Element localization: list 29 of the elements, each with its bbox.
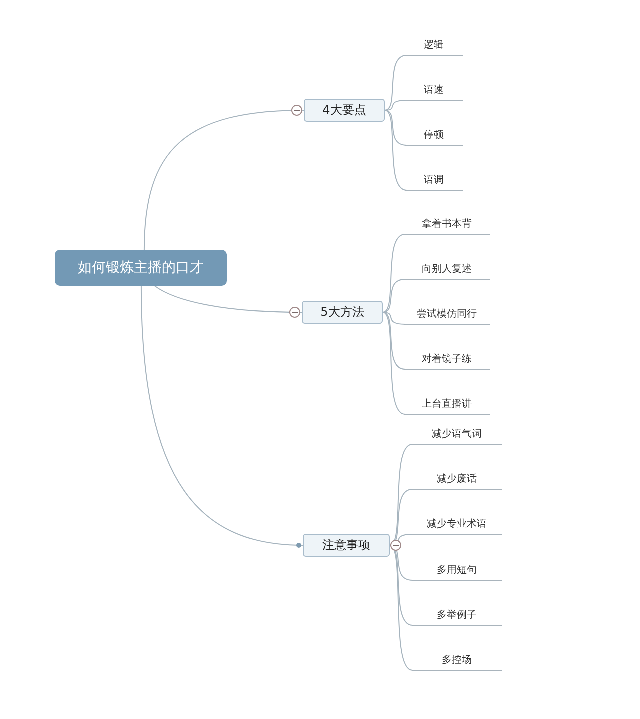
connector-line bbox=[382, 312, 406, 415]
subtopic-label: 停顿 bbox=[405, 126, 463, 146]
subtopic-label: 多用短句 bbox=[412, 561, 502, 581]
topic-box: 注意事项 bbox=[303, 534, 390, 557]
subtopic-label: 语调 bbox=[405, 171, 463, 191]
subtopic-label: 减少废话 bbox=[412, 470, 502, 490]
connector-line bbox=[382, 312, 406, 325]
subtopic-label: 对着镜子练 bbox=[404, 350, 490, 370]
subtopic-label: 多控场 bbox=[412, 651, 502, 671]
subtopic-label: 上台直播讲 bbox=[404, 395, 490, 415]
subtopic-label: 语速 bbox=[405, 81, 463, 101]
connector-line bbox=[382, 312, 406, 370]
subtopic-label: 逻辑 bbox=[405, 36, 463, 56]
subtopic-label: 拿着书本背 bbox=[404, 215, 490, 235]
connector-line bbox=[384, 110, 408, 191]
connector-line bbox=[384, 55, 408, 111]
topic-box: 4大要点 bbox=[304, 99, 385, 122]
connector-line bbox=[140, 286, 304, 546]
central-topic-box: 如何锻炼主播的口才 bbox=[55, 250, 227, 286]
subtopic-label: 减少专业术语 bbox=[412, 515, 502, 535]
subtopic-label: 尝试模仿同行 bbox=[404, 305, 490, 325]
topic-box: 5大方法 bbox=[302, 301, 383, 324]
subtopic-label: 向别人复述 bbox=[404, 260, 490, 280]
subtopic-label: 减少语气词 bbox=[412, 425, 502, 445]
connector-line bbox=[384, 100, 408, 111]
connector-line bbox=[382, 279, 406, 313]
subtopic-label: 多举例子 bbox=[412, 606, 502, 626]
connector-line bbox=[382, 234, 406, 313]
connector-line bbox=[384, 110, 408, 146]
